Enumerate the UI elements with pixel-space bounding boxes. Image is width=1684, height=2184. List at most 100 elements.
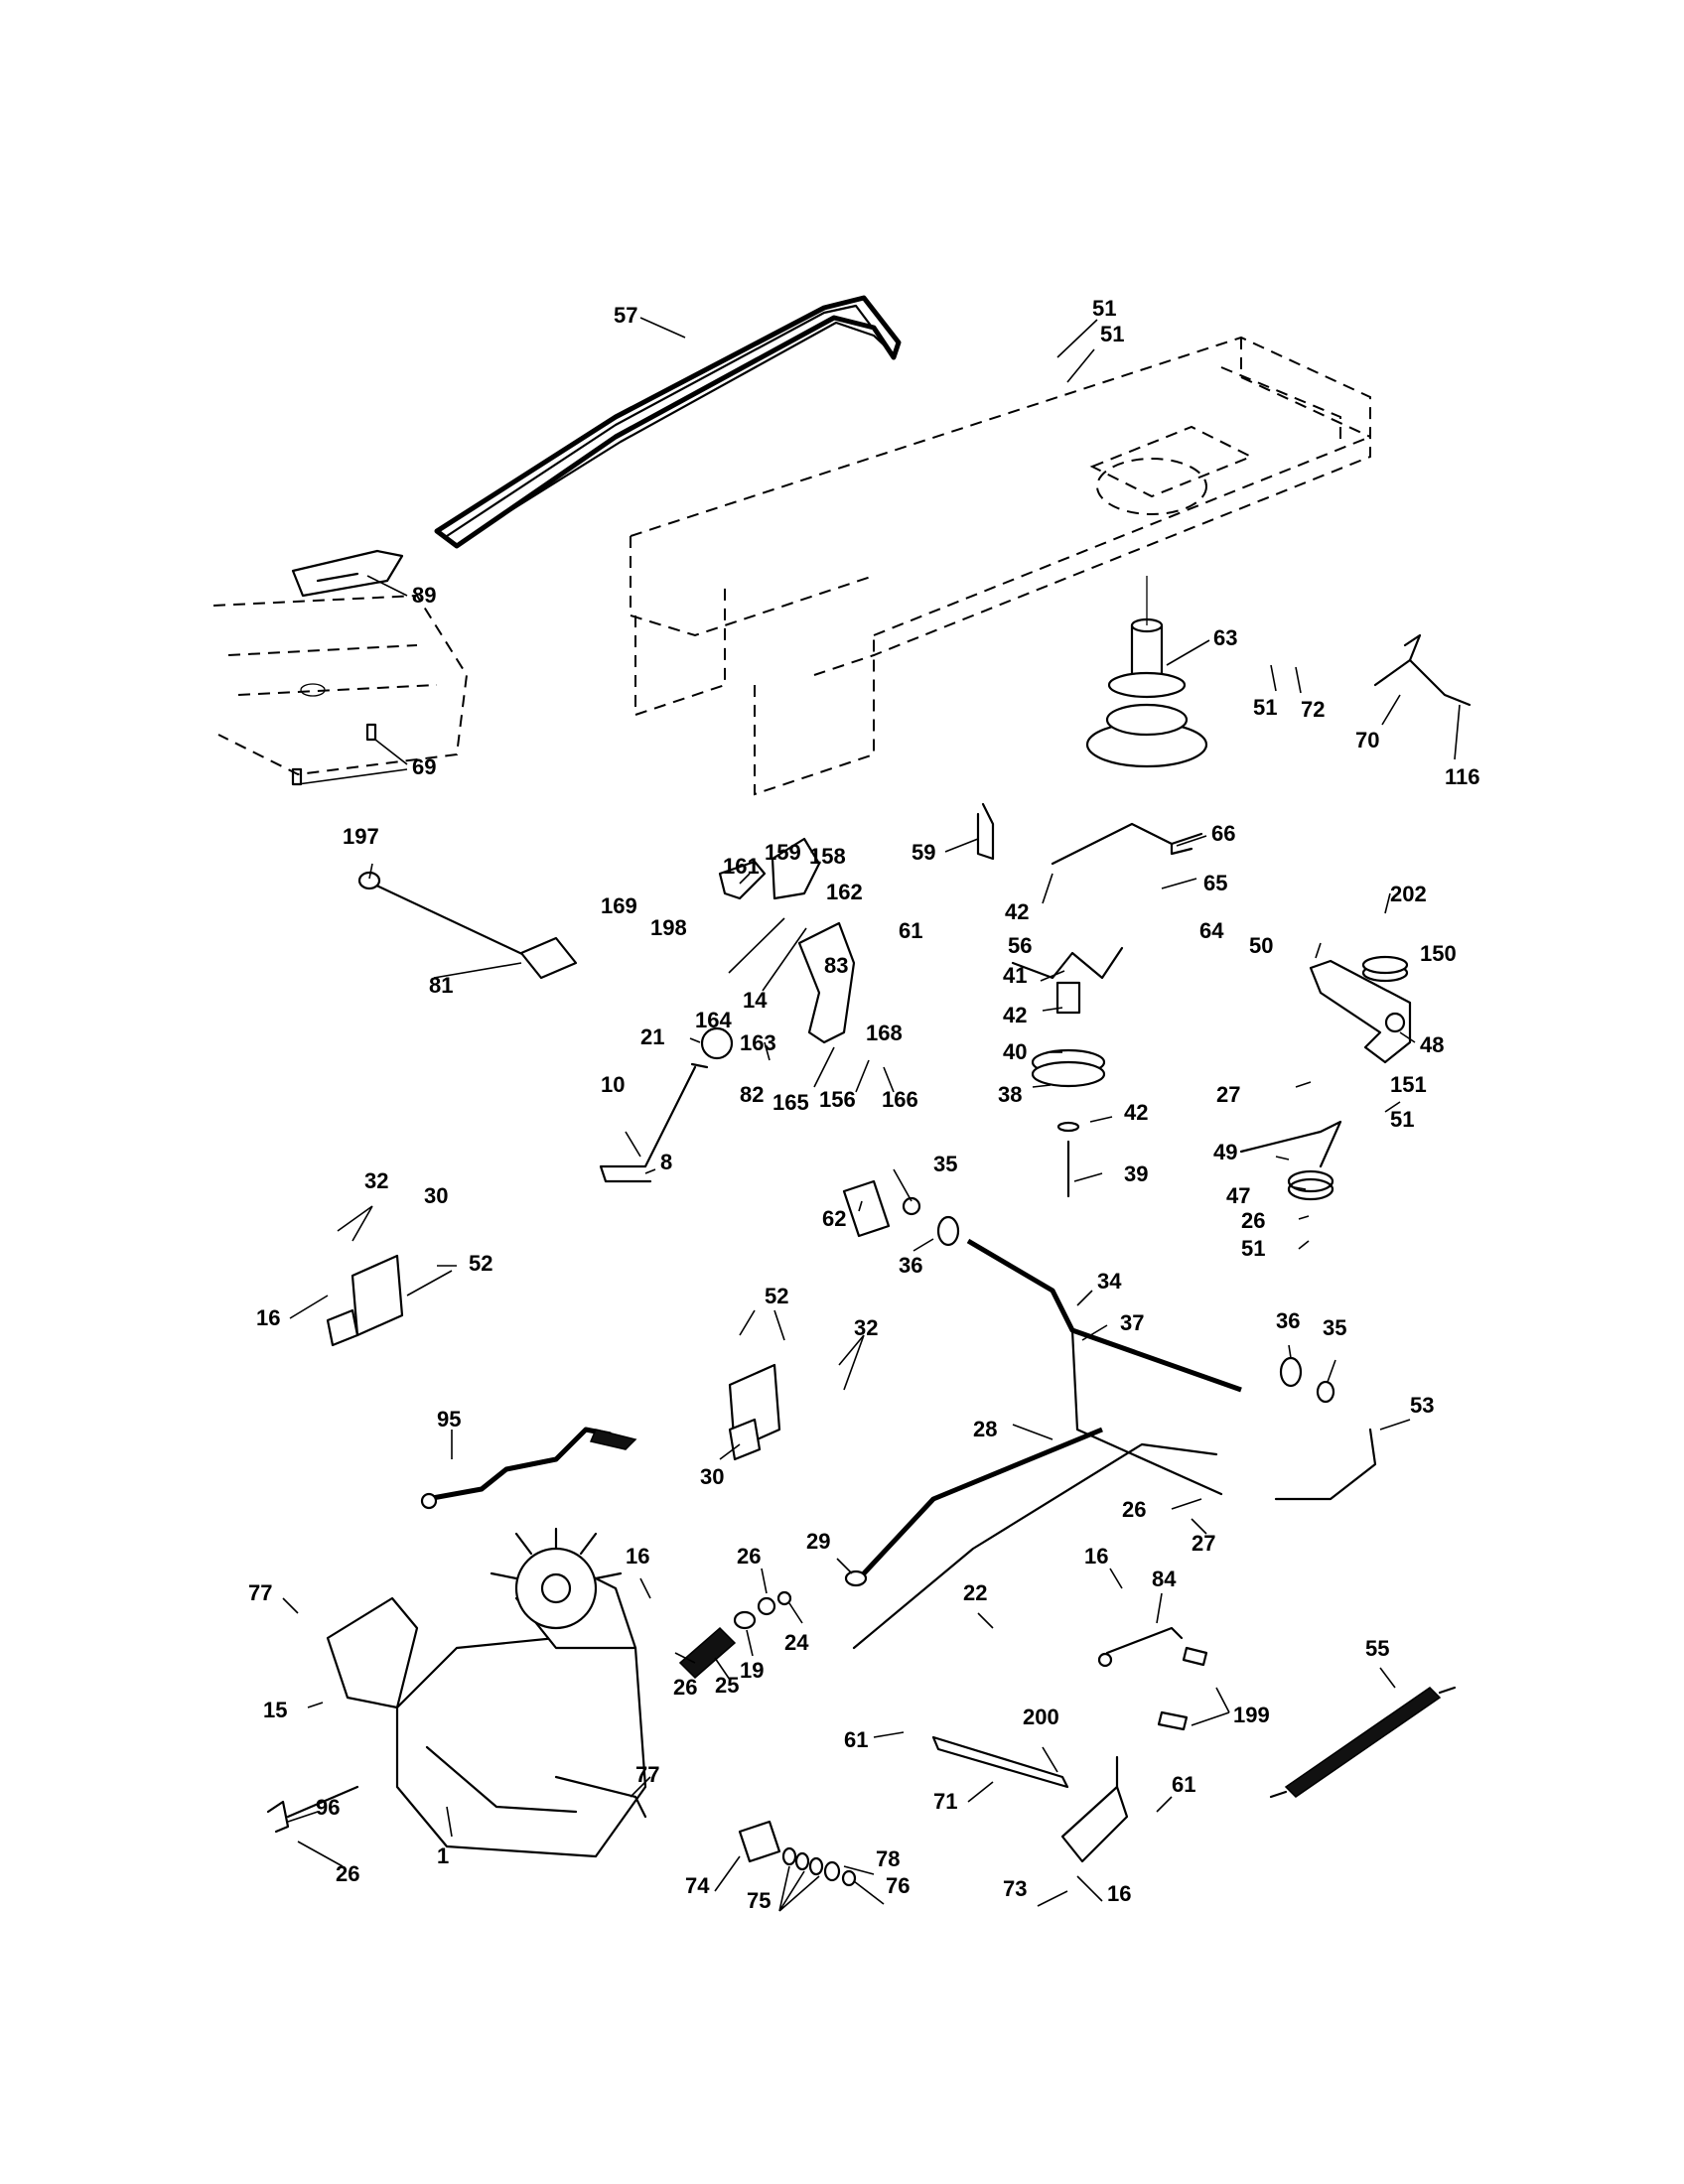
callout-70: 70 <box>1355 728 1379 752</box>
callout-89: 89 <box>412 583 436 608</box>
callout-151: 151 <box>1390 1072 1427 1097</box>
callout-78: 78 <box>876 1846 900 1871</box>
callout-77: 77 <box>635 1762 659 1787</box>
callout-51: 51 <box>1241 1236 1265 1261</box>
brake-cross-shaft <box>357 871 578 980</box>
hair-pin <box>266 1800 290 1834</box>
drive-belt <box>434 295 902 549</box>
callout-61: 61 <box>844 1727 868 1752</box>
pivot-link-84 <box>1097 1626 1184 1668</box>
callout-38: 38 <box>998 1082 1022 1107</box>
adjust-bar <box>931 1735 1069 1789</box>
bolts-199 <box>1157 1646 1208 1731</box>
cover-plate <box>291 549 404 598</box>
hood-bracket-outline <box>212 594 469 776</box>
drive-rod <box>844 1427 1103 1587</box>
callout-57: 57 <box>614 303 637 328</box>
callout-1: 1 <box>437 1843 449 1868</box>
callout-29: 29 <box>806 1529 830 1554</box>
idler-pulley <box>1031 981 1106 1198</box>
callout-labels: 57 51 51 89 63 51 72 70 116 69 197 59 66… <box>248 296 1480 1913</box>
callout-199: 199 <box>1233 1703 1270 1727</box>
callout-36: 36 <box>1276 1308 1300 1333</box>
callout-41: 41 <box>1003 963 1027 988</box>
callout-36: 36 <box>899 1253 922 1278</box>
callout-159: 159 <box>765 840 801 865</box>
callout-52: 52 <box>765 1284 788 1308</box>
flat-idler-pulley <box>1361 955 1409 983</box>
callout-16: 16 <box>256 1305 280 1330</box>
idler-arm <box>1051 822 1203 866</box>
callout-10: 10 <box>601 1072 625 1097</box>
callout-16: 16 <box>1107 1881 1131 1906</box>
callout-16: 16 <box>626 1544 649 1569</box>
callout-74: 74 <box>685 1873 710 1898</box>
transaxle-assembly <box>286 1527 647 1858</box>
idler-bracket <box>1309 959 1412 1064</box>
callout-53: 53 <box>1410 1393 1434 1418</box>
callout-63: 63 <box>1213 625 1237 650</box>
callout-37: 37 <box>1120 1310 1144 1335</box>
callout-59: 59 <box>912 840 935 865</box>
shift-lever <box>420 1427 637 1510</box>
callout-52: 52 <box>469 1251 492 1276</box>
callout-81: 81 <box>429 973 453 998</box>
callout-26: 26 <box>673 1675 697 1700</box>
callout-15: 15 <box>263 1698 287 1722</box>
callout-150: 150 <box>1420 941 1457 966</box>
spring-rod <box>1373 633 1472 707</box>
callout-26: 26 <box>1241 1208 1265 1233</box>
callout-72: 72 <box>1301 697 1325 722</box>
callout-66: 66 <box>1211 821 1235 846</box>
pivot-bracket <box>797 921 856 1044</box>
idler-linkage <box>1011 946 1124 980</box>
spindle-pulley <box>1085 576 1208 768</box>
callout-8: 8 <box>660 1150 672 1174</box>
v-idler-pulley <box>1287 1169 1334 1201</box>
callout-158: 158 <box>809 844 846 869</box>
right-bushing <box>1279 1356 1335 1404</box>
callout-30: 30 <box>424 1183 448 1208</box>
callout-26: 26 <box>336 1861 359 1886</box>
callout-76: 76 <box>886 1873 910 1898</box>
callout-64: 64 <box>1199 918 1224 943</box>
mount-bracket <box>771 837 821 900</box>
callout-69: 69 <box>412 754 436 779</box>
callout-24: 24 <box>784 1630 809 1655</box>
callout-35: 35 <box>933 1152 957 1176</box>
callout-163: 163 <box>740 1030 776 1055</box>
callout-71: 71 <box>933 1789 957 1814</box>
callout-169: 169 <box>601 893 637 918</box>
callout-50: 50 <box>1249 933 1273 958</box>
callout-62: 62 <box>822 1206 846 1231</box>
callout-65: 65 <box>1203 871 1227 895</box>
spring-clip <box>976 802 995 861</box>
callout-162: 162 <box>826 880 863 904</box>
callout-200: 200 <box>1023 1705 1059 1729</box>
callout-202: 202 <box>1390 882 1427 906</box>
callout-61: 61 <box>1172 1772 1195 1797</box>
callout-198: 198 <box>650 915 687 940</box>
callout-22: 22 <box>963 1580 987 1605</box>
callout-51: 51 <box>1100 322 1124 346</box>
leader-lines <box>282 317 1461 1912</box>
callout-156: 156 <box>819 1087 856 1112</box>
callout-51: 51 <box>1092 296 1116 321</box>
callout-73: 73 <box>1003 1876 1027 1901</box>
knob-ball <box>700 1026 734 1060</box>
callout-32: 32 <box>364 1168 388 1193</box>
callout-51: 51 <box>1390 1107 1414 1132</box>
compression-spring <box>678 1626 737 1680</box>
callout-75: 75 <box>747 1888 771 1913</box>
callout-32: 32 <box>854 1315 878 1340</box>
callout-116: 116 <box>1445 764 1480 789</box>
callout-34: 34 <box>1097 1269 1122 1294</box>
callout-83: 83 <box>824 953 848 978</box>
callout-164: 164 <box>695 1008 732 1032</box>
callout-84: 84 <box>1152 1567 1177 1591</box>
callout-56: 56 <box>1008 933 1032 958</box>
spring-hardware <box>733 1590 792 1630</box>
callout-21: 21 <box>640 1024 664 1049</box>
callout-42: 42 <box>1003 1003 1027 1027</box>
